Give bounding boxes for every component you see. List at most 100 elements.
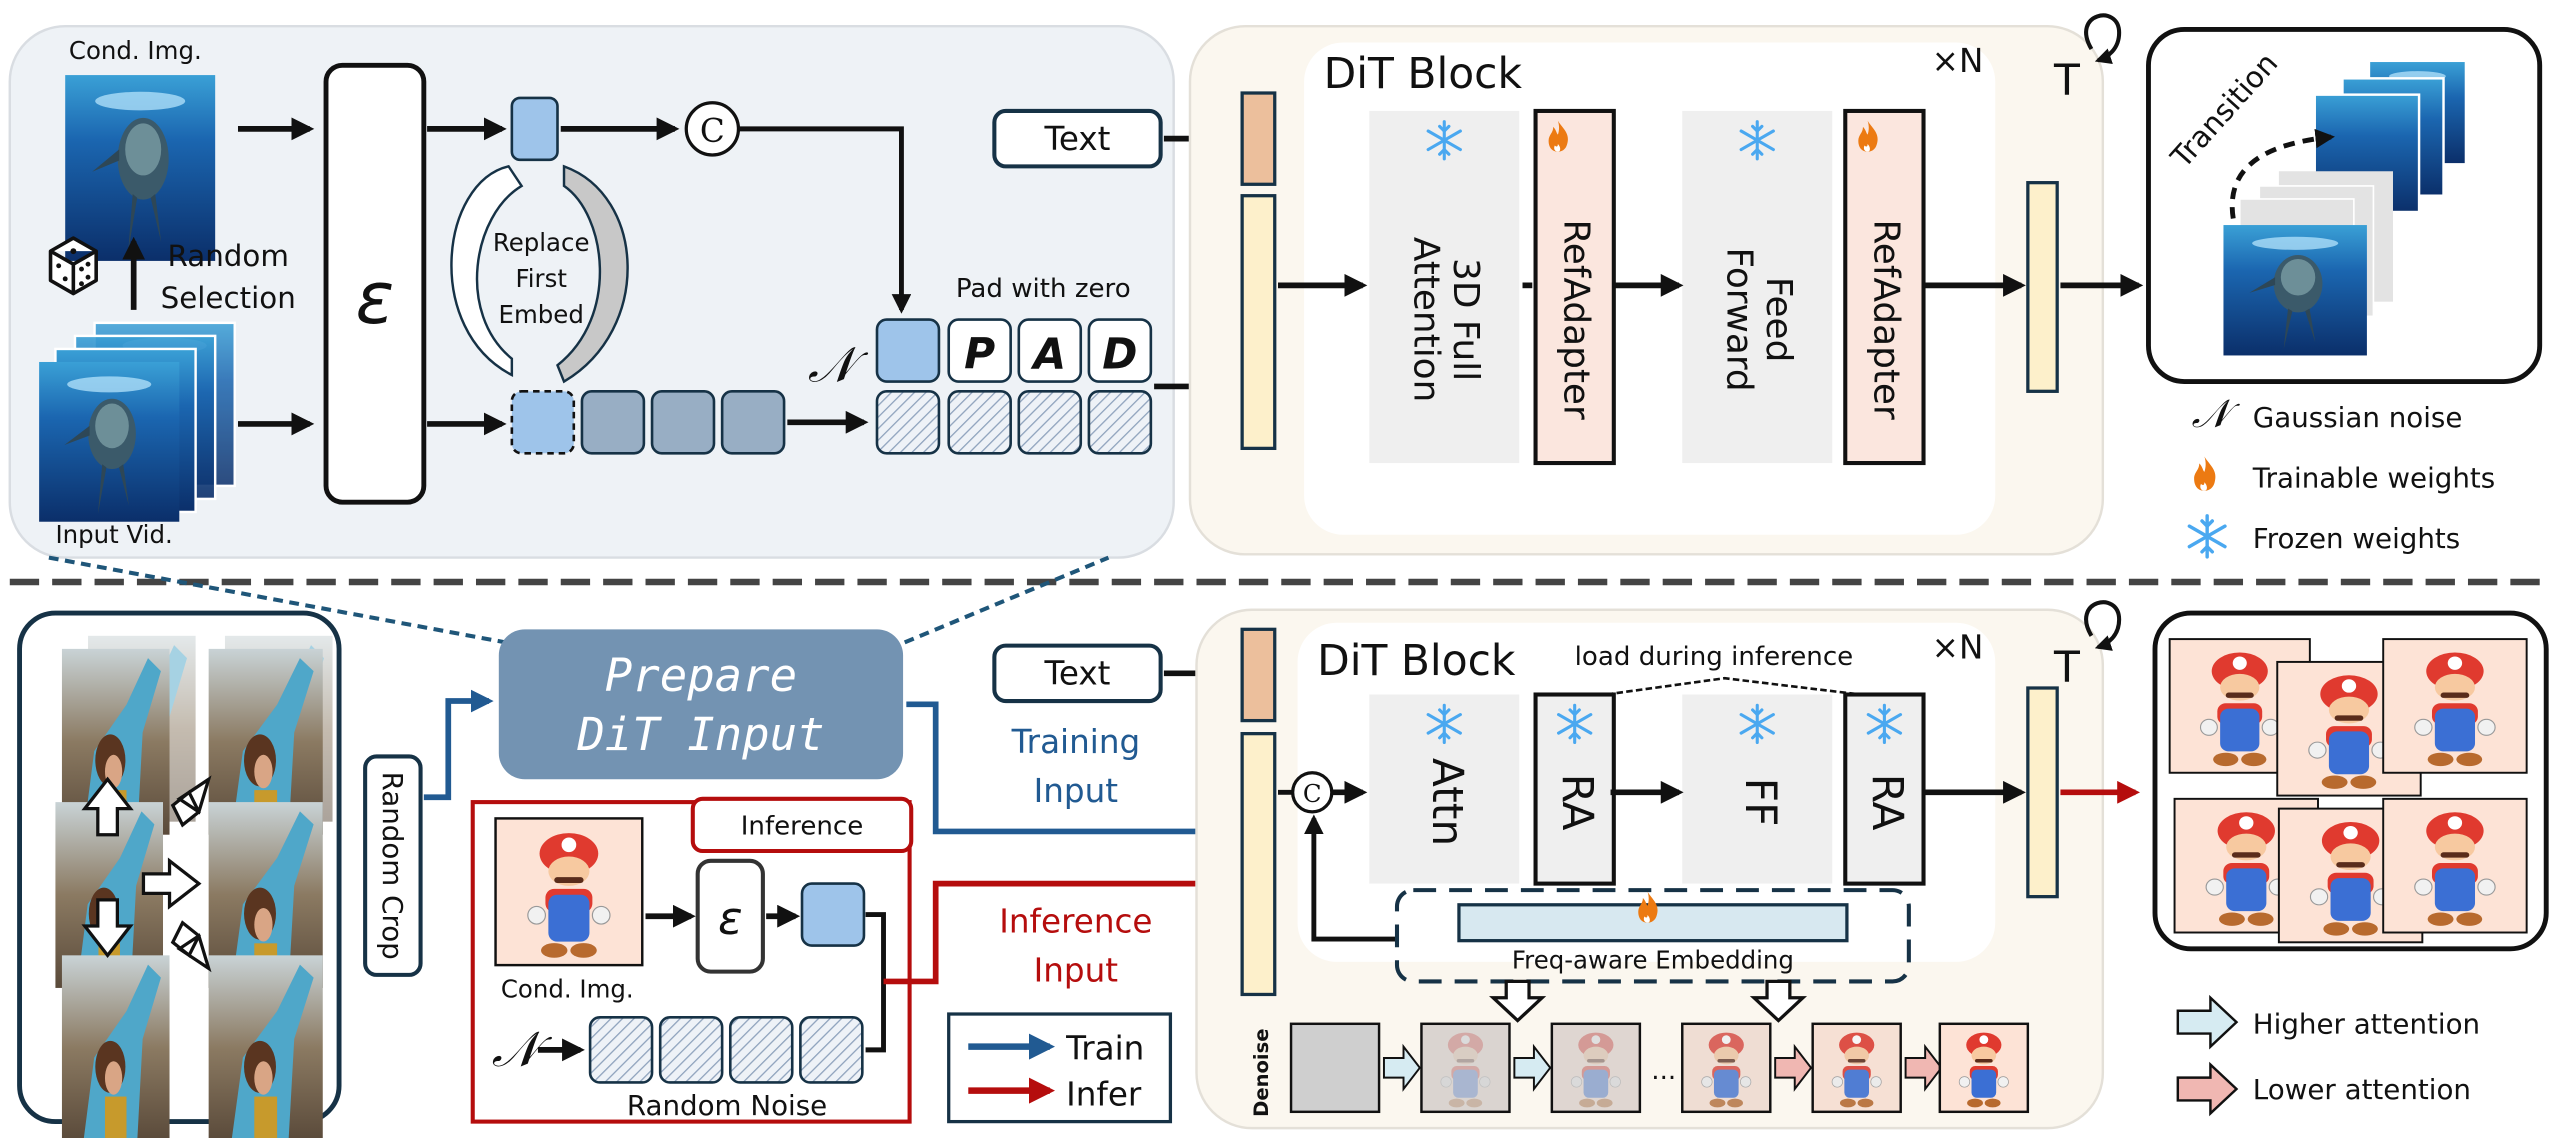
cond-token — [510, 96, 559, 162]
encoder-block-bottom — [695, 858, 765, 974]
inference-input-arrow — [883, 872, 1231, 985]
bottom-block-0: Attn — [1369, 694, 1520, 884]
pad-token-p: P — [964, 329, 995, 378]
bottom-block-label-3: RA — [1863, 774, 1912, 831]
dit-panel-top — [1188, 24, 2105, 556]
mario-output-panel — [2152, 610, 2549, 952]
denoise-ellipsis: ... — [1651, 1056, 1676, 1086]
noise-tokens — [875, 390, 1153, 455]
top-block-3: RefAdapter — [1843, 108, 1926, 466]
freq-embed-to-concat-arrow — [1304, 814, 1397, 942]
video-token-bar-bottom — [1240, 732, 1277, 997]
legend-top: 𝒩 Gaussian noise Trainable weights Froze… — [2187, 392, 2495, 559]
higher-attention-step-arrow — [1382, 1043, 1422, 1092]
replace-label-1: Replace — [493, 228, 590, 257]
legend-lower-attention: Lower attention — [2253, 1073, 2471, 1106]
dit-block-title-top: DiT Block — [1324, 49, 1523, 98]
prepare-label-1: Prepare — [605, 649, 797, 702]
freq-aware-embedding: Freq-aware Embedding — [1394, 888, 1911, 1023]
video-token-bar-top — [1240, 194, 1277, 451]
lower-attention-step-arrow — [1904, 1043, 1943, 1092]
timestep-label-top: T — [2053, 56, 2081, 105]
legend-higher-attention: Higher attention — [2253, 1008, 2480, 1041]
input-vid-label: Input Vid. — [55, 520, 172, 549]
text-input-bottom: Text — [992, 643, 1163, 704]
repeat-label-bottom: ×N — [1932, 629, 1984, 667]
text-token-bar-bottom — [1240, 627, 1277, 723]
training-input-label-2: Input — [1034, 772, 1118, 810]
replace-first-embed-loop: Replace First Embed — [450, 164, 629, 384]
bottom-block-label-2: FF — [1736, 778, 1785, 827]
concat-node: C — [684, 101, 741, 157]
snowflake-icon — [2187, 514, 2227, 559]
inference-box-title: Inference — [741, 812, 864, 842]
bottom-block-label-1: RA — [1553, 774, 1602, 831]
random-crop-label: Random Crop — [376, 772, 409, 960]
zoom-guide-right — [903, 555, 1110, 645]
cond-token-bottom — [800, 882, 866, 947]
flow-legend: Train Infer — [947, 1012, 1173, 1124]
flame-icon — [2194, 456, 2216, 491]
replace-label-2: First — [515, 264, 566, 293]
top-block-label-3: RefAdapter — [1865, 219, 1906, 420]
vae-encoder-block: ε — [323, 62, 427, 505]
pad-with-zero-label: Pad with zero — [956, 274, 1131, 304]
transition-output-panel: Transition — [2146, 26, 2543, 384]
text-input-top: Text — [992, 108, 1163, 169]
output-token-bar-bottom — [2026, 686, 2059, 899]
freq-aware-embedding-label: Freq-aware Embedding — [1512, 945, 1794, 974]
top-block-label-0: 3D Full — [1445, 258, 1486, 381]
lower-attention-arrow-icon — [2176, 1061, 2239, 1117]
text-label-bottom: Text — [1044, 655, 1111, 693]
legend-train-label: Train — [1065, 1030, 1144, 1068]
replace-label-3: Embed — [499, 300, 584, 329]
denoise-frame-4 — [1811, 1022, 1902, 1114]
bottom-block-label-0: Attn — [1423, 758, 1472, 846]
top-block-label-1: RefAdapter — [1556, 219, 1597, 420]
text-token-bar-top — [1240, 91, 1277, 186]
random-selection-label-1: Random — [167, 239, 288, 273]
output-token-bar-top — [2026, 181, 2059, 393]
load-link — [1558, 676, 1888, 703]
denoise-frame-1 — [1420, 1022, 1511, 1114]
denoise-strip: ... — [1289, 1022, 2030, 1114]
text-label-top: Text — [1044, 120, 1111, 158]
pad-tokens: P A D — [947, 318, 1153, 383]
concat-symbol: C — [700, 112, 725, 150]
top-block-1: RefAdapter — [1533, 108, 1616, 466]
encoder-symbol-bottom: ε — [718, 892, 743, 945]
top-block-label-2: Feed — [1758, 277, 1799, 363]
legend-trainable-weights: Trainable weights — [2252, 461, 2495, 494]
denoise-frame-2 — [1550, 1022, 1642, 1114]
denoise-frame-0 — [1289, 1022, 1381, 1114]
timestep-loop-bottom: T — [2053, 600, 2122, 691]
video-latent-tokens — [510, 390, 786, 455]
random-noise-label: Random Noise — [627, 1089, 827, 1122]
legend-frozen-weights: Frozen weights — [2253, 522, 2460, 555]
bottom-block-3: RA — [1843, 692, 1926, 886]
inference-panel: Inference Cond. Img. ε 𝒩 Random Noise — [470, 796, 914, 1124]
concat-to-pad-arrow — [738, 126, 912, 314]
denoise-label: Denoise — [1250, 1028, 1273, 1116]
inference-input-label-1: Inference — [999, 903, 1152, 941]
dit-blocks-bottom: Attn RA FF RA — [1369, 692, 1926, 886]
cond-img-label: Cond. Img. — [69, 36, 202, 65]
training-input-arrow — [906, 701, 1231, 843]
inference-input-label-2: Input — [1034, 951, 1118, 989]
cond-image-thumbnail — [65, 75, 216, 261]
bottom-block-1: RA — [1533, 692, 1616, 886]
denoise-frame-3 — [1681, 1022, 1772, 1114]
concat-symbol-bottom: C — [1303, 779, 1322, 808]
denoise-frame-5 — [1938, 1022, 2030, 1114]
higher-attention-arrow-icon — [2176, 994, 2239, 1050]
legend-gaussian-noise: Gaussian noise — [2253, 401, 2463, 434]
encoder-symbol: ε — [356, 256, 395, 340]
load-during-inference-label: load during inference — [1575, 642, 1854, 672]
pad-token-a: A — [1030, 329, 1066, 378]
bottom-block-2: FF — [1682, 694, 1833, 884]
padded-cond-token — [875, 318, 941, 383]
input-video-frames — [39, 321, 236, 522]
random-crop-panel — [17, 610, 342, 1138]
